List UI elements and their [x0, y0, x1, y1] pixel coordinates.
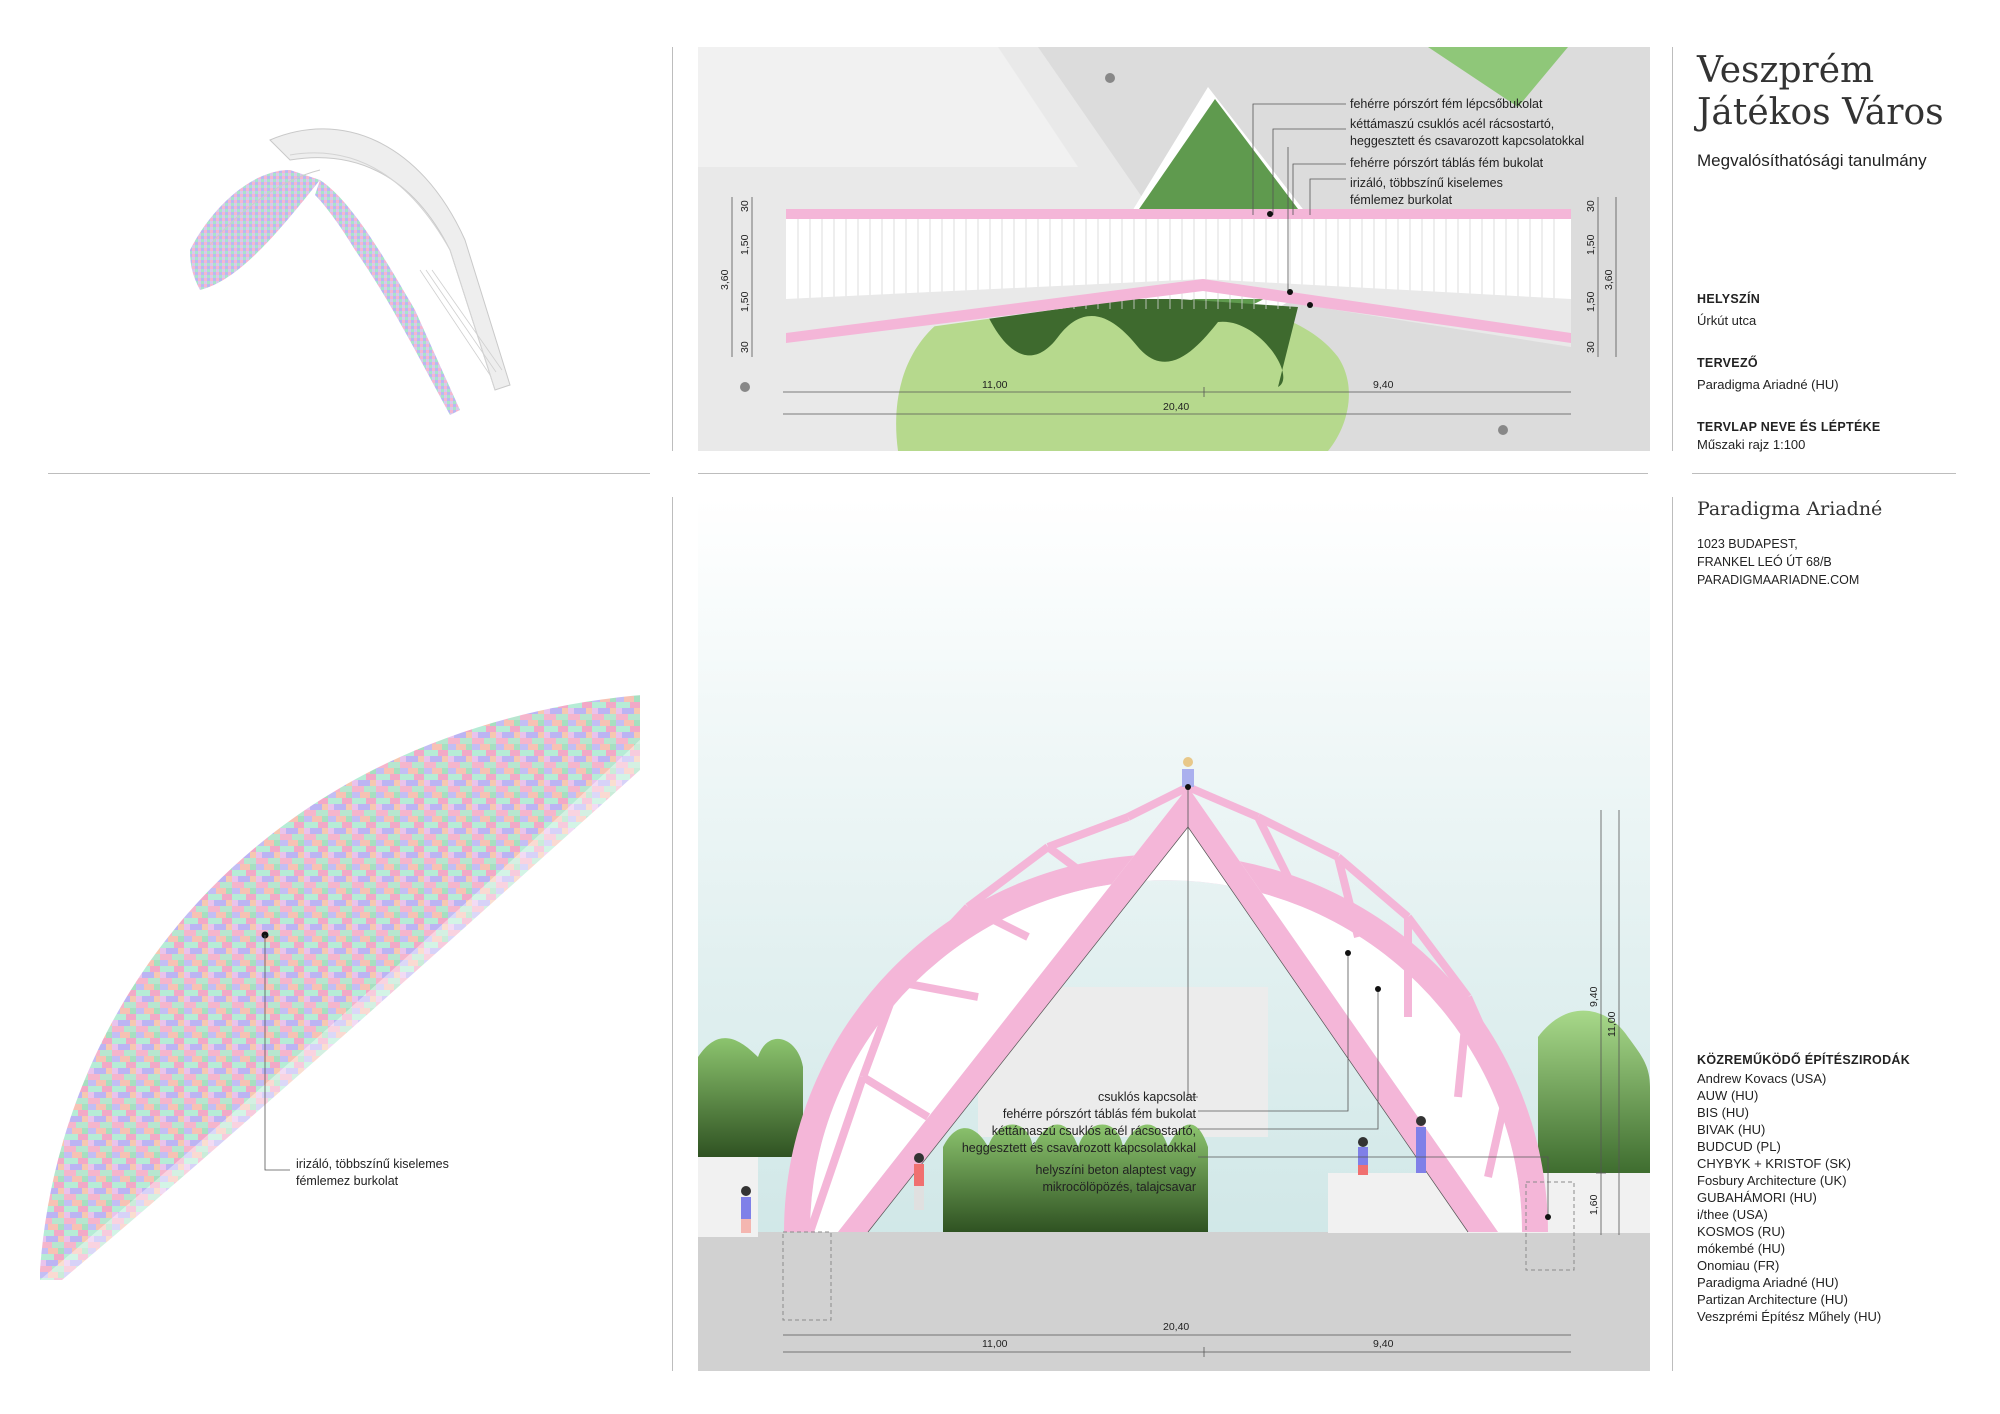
elevation-dim-span-a: 11,00 — [982, 1338, 1008, 1350]
collaborator-item: AUW (HU) — [1697, 1088, 1759, 1103]
plan-dim-right-total: 3,60 — [1603, 269, 1615, 290]
elevation-dim-total: 20,40 — [1163, 1321, 1189, 1333]
location-label: HELYSZÍN — [1697, 292, 1761, 306]
firm-name: Paradigma Ariadné — [1697, 498, 1883, 520]
elevation-annotation-1: csuklós kapcsolat — [1098, 1090, 1196, 1104]
divider-h-center — [698, 473, 1648, 474]
project-title-line1: Veszprém — [1697, 50, 1875, 91]
firm-address-line2: FRANKEL LEÓ ÚT 68/B — [1697, 555, 1832, 569]
plan-annotation-4: fehérre pórszórt táblás fém bukolat — [1350, 156, 1544, 170]
plan-dim-left-2: 1,50 — [739, 234, 751, 255]
plan-dim-right-2: 1,50 — [1585, 234, 1597, 255]
person-figure-top — [1182, 757, 1194, 787]
collaborator-item: mókembé (HU) — [1697, 1241, 1786, 1256]
designer-label: TERVEZŐ — [1697, 356, 1758, 370]
project-title-line2: Játékos Város — [1697, 92, 1944, 133]
plan-dim-left-1: 30 — [739, 200, 751, 212]
sheet-label: TERVLAP NEVE ÉS LÉPTÉKE — [1697, 420, 1881, 434]
collaborator-item: Fosbury Architecture (UK) — [1697, 1173, 1847, 1188]
elevation-annotation-6: mikrocölöpözés, talajcsavar — [1042, 1180, 1196, 1194]
collaborator-item: Paradigma Ariadné (HU) — [1697, 1275, 1839, 1290]
elevation-dim-height-a: 9,40 — [1588, 986, 1600, 1007]
project-subtitle: Megvalósíthatósági tanulmány — [1697, 151, 1927, 170]
plan-annotation-3: heggesztett és csavarozott kapcsolatokka… — [1350, 134, 1584, 148]
plan-dim-left-total: 3,60 — [719, 269, 731, 290]
collaborator-item: BUDCUD (PL) — [1697, 1139, 1781, 1154]
designer-value: Paradigma Ariadné (HU) — [1697, 377, 1839, 392]
elevation-annotation-2: fehérre pórszórt táblás fém bukolat — [1003, 1107, 1197, 1121]
firm-address-line1: 1023 BUDAPEST, — [1697, 537, 1798, 551]
project-title: Veszprém Játékos Város — [1697, 50, 1944, 134]
divider-right — [1672, 47, 1673, 451]
plan-annotation-6: fémlemez burkolat — [1350, 193, 1453, 207]
collaborators-label: KÖZREMŰKÖDŐ ÉPÍTÉSZIRODÁK — [1697, 1053, 1911, 1067]
plan-annotation-2: kéttámaszú csuklós acél rácsostartó, — [1350, 117, 1554, 131]
collaborator-item: GUBAHÁMORI (HU) — [1697, 1190, 1817, 1205]
collaborator-item: Partizan Architecture (HU) — [1697, 1292, 1848, 1307]
divider-h-right — [1692, 473, 1956, 474]
divider-right-lower — [1672, 497, 1673, 1371]
location-value: Úrkút utca — [1697, 313, 1757, 328]
plan-dim-right-1: 30 — [1585, 200, 1597, 212]
elevation-annotation-3: kéttámaszú csuklós acél rácsostartó, — [992, 1124, 1196, 1138]
plan-dim-span-a: 11,00 — [982, 379, 1008, 391]
collaborators-list: Andrew Kovacs (USA) AUW (HU) BIS (HU) BI… — [1697, 1070, 1881, 1325]
elevation-dim-span-b: 9,40 — [1373, 1338, 1394, 1350]
firm-website[interactable]: PARADIGMAARIADNE.COM — [1697, 573, 1860, 587]
firm-address: 1023 BUDAPEST, FRANKEL LEÓ ÚT 68/B PARAD… — [1697, 535, 1859, 589]
divider-left — [672, 47, 673, 451]
detail-annotation-line1: irizáló, többszínű kiselemes — [296, 1157, 449, 1171]
divider-h-left — [48, 473, 650, 474]
plan-view: fehérre pórszórt fém lépcsőbukolat kéttá… — [698, 47, 1650, 451]
collaborator-item: KOSMOS (RU) — [1697, 1224, 1786, 1239]
plan-dim-right-4: 30 — [1585, 341, 1597, 353]
collaborator-item: Veszprémi Építész Műhely (HU) — [1697, 1309, 1882, 1324]
plan-dim-total: 20,40 — [1163, 401, 1189, 413]
plan-dim-left-3: 1,50 — [739, 291, 751, 312]
collaborator-item: Andrew Kovacs (USA) — [1697, 1071, 1827, 1086]
elevation-dim-foundation: 1,60 — [1588, 1194, 1600, 1215]
plan-dim-left-4: 30 — [739, 341, 751, 353]
cladding-detail: irizáló, többszínű kiselemes fémlemez bu… — [40, 690, 660, 1290]
plan-annotation-1: fehérre pórszórt fém lépcsőbukolat — [1350, 97, 1543, 111]
sheet-value: Műszaki rajz 1:100 — [1697, 437, 1806, 452]
plan-annotation-5: irizáló, többszínű kiselemes — [1350, 176, 1503, 190]
collaborator-item: i/thee (USA) — [1697, 1207, 1768, 1222]
divider-left-lower — [672, 497, 673, 1371]
plan-dim-right-3: 1,50 — [1585, 291, 1597, 312]
elevation-dim-height-b: 11,00 — [1606, 1011, 1618, 1037]
collaborator-item: BIS (HU) — [1697, 1105, 1749, 1120]
elevation-view: csuklós kapcsolat fehérre pórszórt táblá… — [698, 497, 1650, 1371]
plan-dim-span-b: 9,40 — [1373, 379, 1394, 391]
collaborator-item: BIVAK (HU) — [1697, 1122, 1766, 1137]
elevation-annotation-5: helyszíni beton alaptest vagy — [1035, 1163, 1196, 1177]
collaborator-item: CHYBYK + KRISTOF (SK) — [1697, 1156, 1851, 1171]
detail-annotation-line2: fémlemez burkolat — [296, 1174, 399, 1188]
collaborator-item: Onomiau (FR) — [1697, 1258, 1780, 1273]
axonometric-view — [150, 110, 550, 430]
elevation-annotation-4: heggesztett és csavarozott kapcsolatokka… — [962, 1141, 1196, 1155]
